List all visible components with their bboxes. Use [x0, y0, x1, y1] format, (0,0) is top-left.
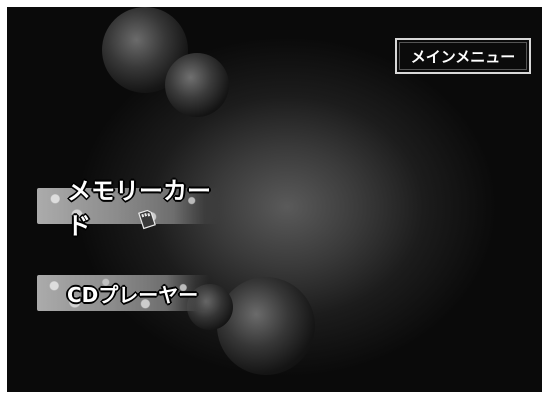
- memory-card-source-button[interactable]: メモリーカード: [37, 177, 219, 240]
- memory-card-source-label: メモリーカード: [67, 177, 211, 240]
- main-menu-button[interactable]: メインメニュー: [395, 38, 531, 74]
- main-screen: メインメニュー メモリーカード CDプレーヤー: [7, 7, 542, 392]
- decorative-sphere: [165, 53, 229, 117]
- cd-player-source-label: CDプレーヤー: [67, 282, 199, 307]
- cd-player-source-button[interactable]: CDプレーヤー: [37, 269, 209, 317]
- decorative-sphere: [217, 277, 315, 375]
- memory-card-icon: [137, 208, 158, 230]
- main-menu-button-label: メインメニュー: [410, 47, 516, 66]
